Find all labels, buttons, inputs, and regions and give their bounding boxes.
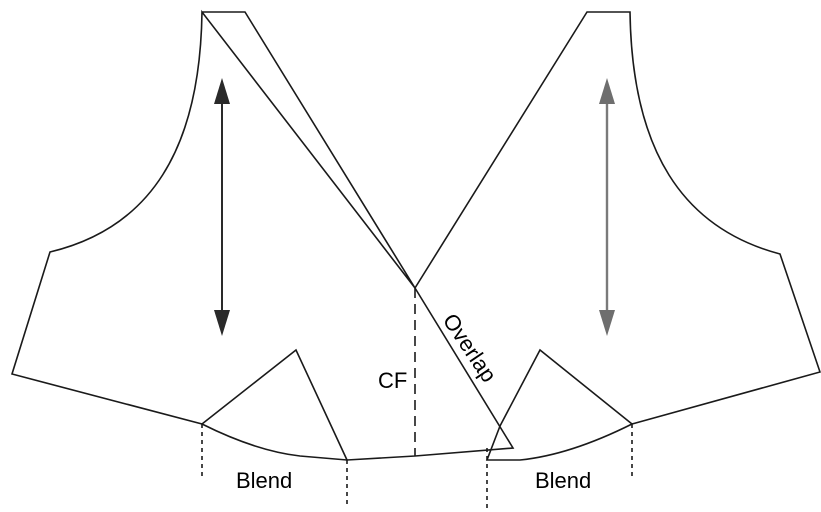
left-bodice-outline xyxy=(10,9,515,461)
overlap-label: Overlap xyxy=(438,309,502,387)
right-grainline-bottom-arrowhead xyxy=(599,310,615,336)
right-bodice-outline xyxy=(414,11,821,461)
right-dart xyxy=(499,348,633,427)
left-grainline-bottom-arrowhead xyxy=(214,310,230,336)
blend-left-label: Blend xyxy=(236,468,292,493)
right-grainline xyxy=(599,78,615,336)
left-grainline-top-arrowhead xyxy=(214,78,230,104)
cf-label: CF xyxy=(378,368,407,393)
left-grainline xyxy=(214,78,230,336)
right-grainline-top-arrowhead xyxy=(599,78,615,104)
left-dart xyxy=(201,348,348,461)
blend-right-label: Blend xyxy=(535,468,591,493)
